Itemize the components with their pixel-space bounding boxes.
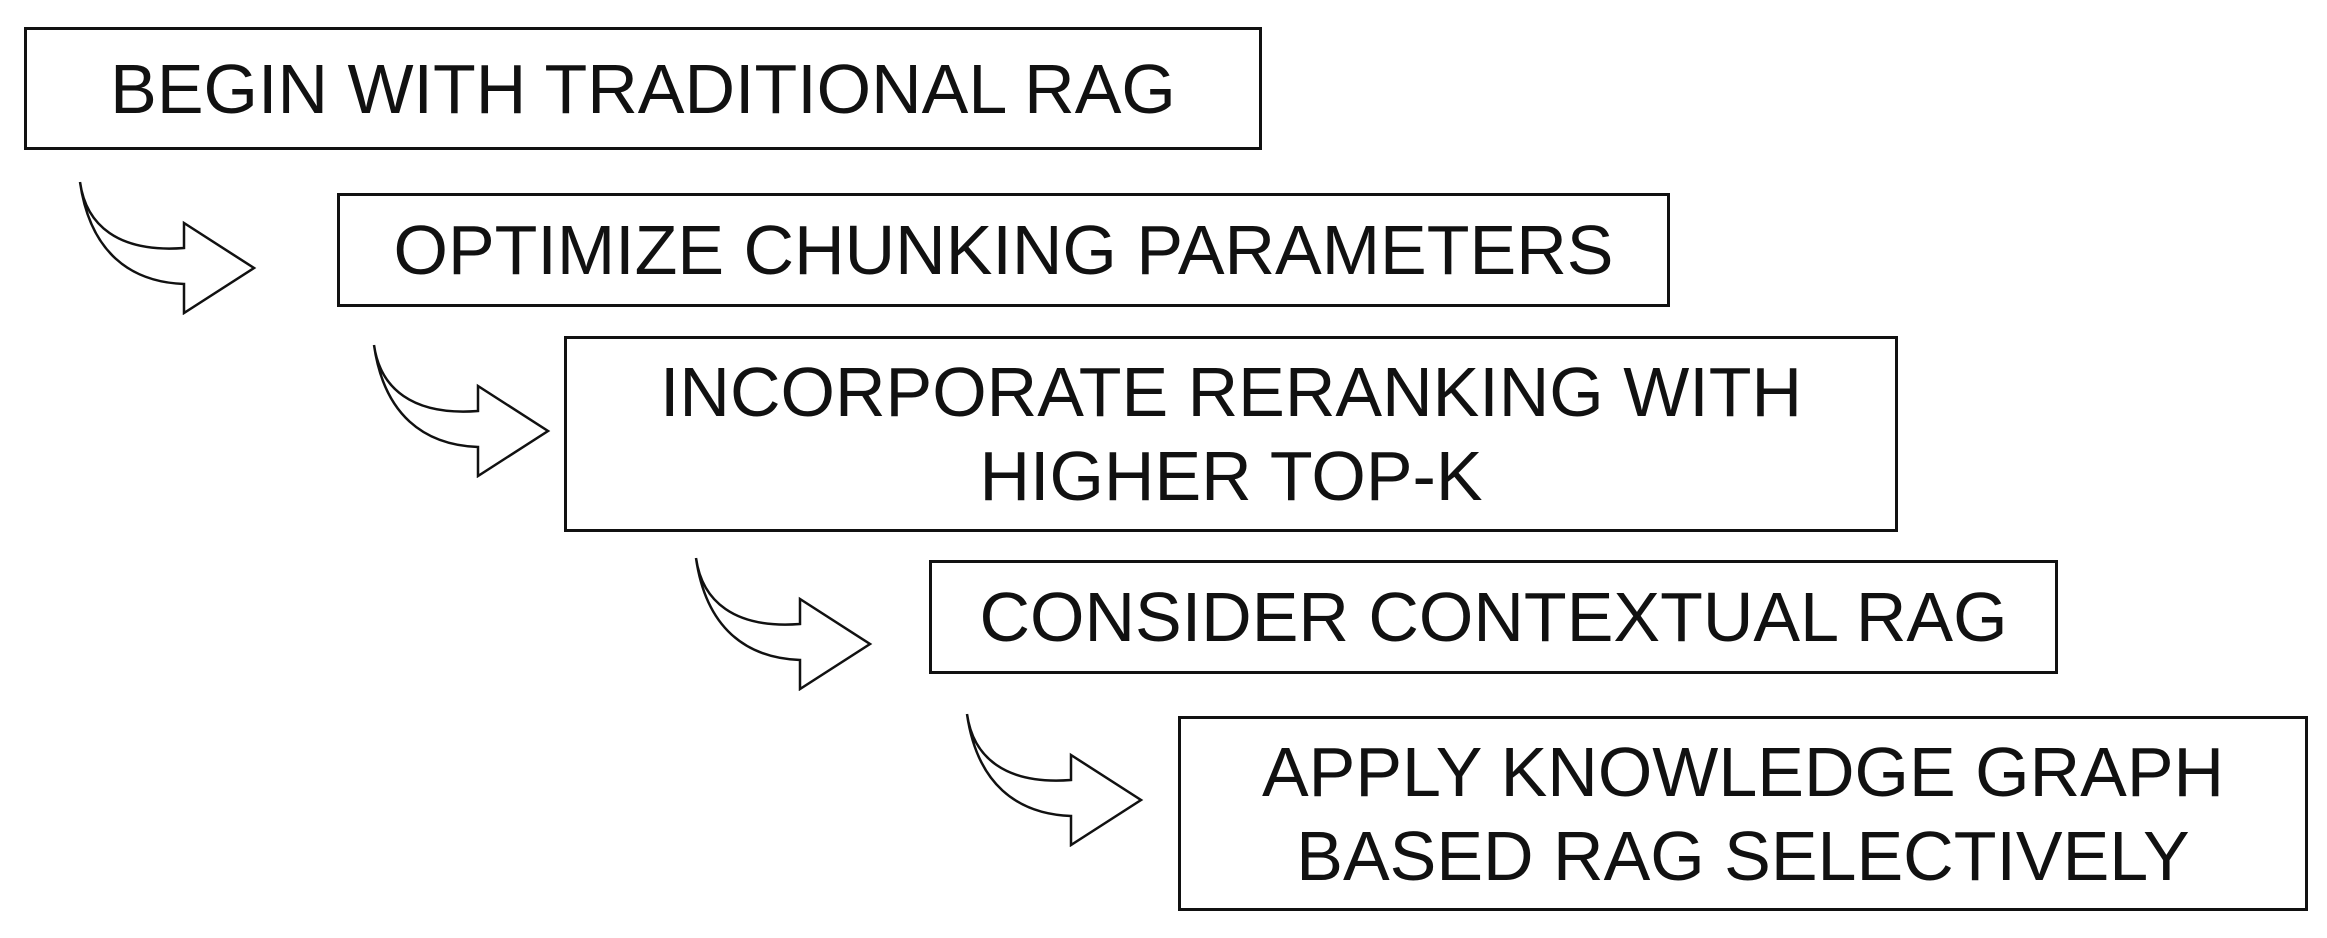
- step-label-line: INCORPORATE RERANKING WITH: [659, 353, 1803, 431]
- step-incorporate-reranking: INCORPORATE RERANKING WITH HIGHER TOP-K: [564, 336, 1898, 532]
- curved-arrow-right-icon: [694, 556, 874, 691]
- step-label-line: BASED RAG SELECTIVELY: [1296, 816, 2190, 895]
- step-label-line: CONSIDER CONTEXTUAL RAG: [979, 578, 2008, 656]
- step-label-line: HIGHER TOP-K: [979, 437, 1483, 515]
- step-optimize-chunking: OPTIMIZE CHUNKING PARAMETERS: [337, 193, 1670, 307]
- step-consider-contextual-rag: CONSIDER CONTEXTUAL RAG: [929, 560, 2058, 674]
- step-label-line: APPLY KNOWLEDGE GRAPH: [1261, 732, 2225, 811]
- step-label-line: OPTIMIZE CHUNKING PARAMETERS: [393, 211, 1614, 289]
- step-begin-traditional-rag: BEGIN WITH TRADITIONAL RAG: [24, 27, 1262, 150]
- curved-arrow-right-icon: [78, 180, 258, 315]
- step-apply-knowledge-graph: APPLY KNOWLEDGE GRAPH BASED RAG SELECTIV…: [1178, 716, 2308, 911]
- curved-arrow-right-icon: [372, 343, 552, 478]
- step-label-line: BEGIN WITH TRADITIONAL RAG: [110, 49, 1176, 128]
- curved-arrow-right-icon: [965, 712, 1145, 847]
